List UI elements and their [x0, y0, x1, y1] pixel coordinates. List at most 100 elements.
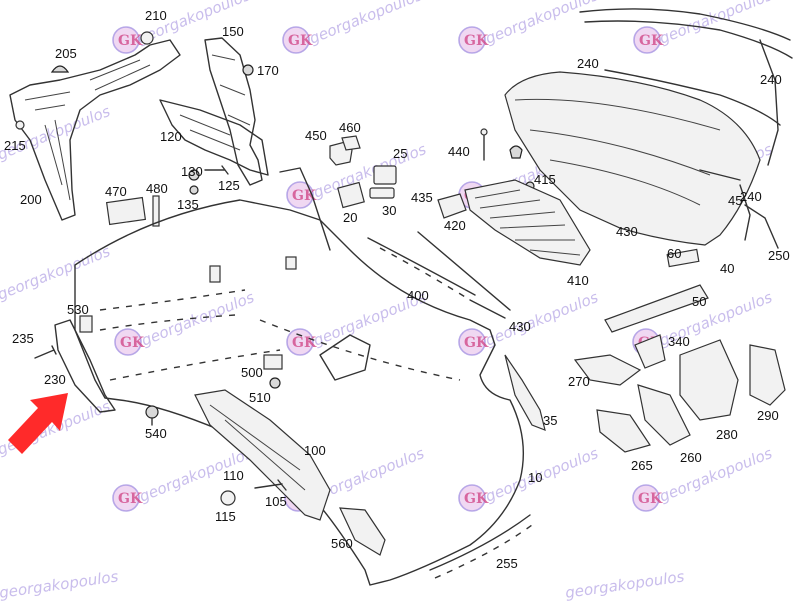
part-30-sensor: [369, 187, 395, 199]
part-200-left-mount-bracket: [9, 31, 181, 221]
watermark-text: georgakopoulos: [564, 567, 686, 602]
part-150-bracket: [204, 37, 263, 186]
callout-415: 415: [534, 172, 556, 187]
callout-240: 240: [740, 189, 762, 204]
callout-250: 250: [768, 248, 790, 263]
callout-560: 560: [331, 536, 353, 551]
callout-470: 470: [105, 184, 127, 199]
callout-435: 435: [411, 190, 433, 205]
part-255-trim-strip: [429, 514, 531, 571]
watermark-text: georgakopoulos: [307, 0, 425, 48]
part-100-lower-insert: [194, 389, 331, 521]
callout-170: 170: [257, 63, 279, 78]
part-135-washer: [189, 185, 199, 195]
callout-labels: 210 205 215 200 150 170 120 470 480 130 …: [4, 8, 790, 571]
part-500-clip: [263, 354, 283, 370]
part-280-tailpipe-housing: [679, 339, 739, 421]
part-430-diffuser: [504, 71, 761, 246]
part-170-nut: [242, 64, 254, 76]
watermark-logo: GK: [282, 26, 313, 54]
part-410-grille: [464, 179, 591, 266]
part-10-bumper-cover: [74, 167, 524, 586]
highlight-arrow: [8, 393, 68, 454]
part-25-sensor-holder: [373, 165, 397, 185]
callout-340: 340: [668, 334, 690, 349]
part-435-420-connector: [437, 193, 467, 219]
callout-205: 205: [55, 46, 77, 61]
part-35-trim: [504, 354, 546, 431]
callout-115: 115: [215, 509, 236, 524]
callout-270: 270: [568, 374, 590, 389]
callout-230: 230: [44, 372, 66, 387]
part-265-reflector: [596, 409, 651, 453]
callout-255: 255: [496, 556, 518, 571]
part-470-pad: [105, 196, 147, 226]
callout-530: 530: [67, 302, 89, 317]
part-510-nut: [269, 377, 281, 389]
callout-30: 30: [382, 203, 396, 218]
watermark-logo: GK: [633, 26, 664, 54]
callout-265: 265: [631, 458, 653, 473]
callout-130: 130: [181, 164, 203, 179]
part-130-nut: [188, 169, 200, 181]
callout-135: 135: [177, 197, 199, 212]
svg-text:GK: GK: [118, 491, 143, 507]
callout-280: 280: [716, 427, 738, 442]
part-45-trim: [699, 169, 741, 181]
callout-110: 110: [223, 468, 244, 483]
watermark-logo: GK: [632, 484, 663, 512]
part-240-trim-upper: [579, 8, 793, 59]
callout-60: 60: [667, 246, 681, 261]
watermark-logo: GK: [458, 26, 489, 54]
part-440-clip: [509, 145, 523, 159]
callout-510: 510: [249, 390, 271, 405]
svg-text:GK: GK: [464, 335, 489, 351]
part-255-trim-strip: [434, 524, 533, 579]
callout-240: 240: [577, 56, 599, 71]
callout-210: 210: [145, 8, 167, 23]
part-240-side-strip: [759, 39, 779, 166]
part-260-bracket: [637, 384, 691, 446]
callout-50: 50: [692, 294, 706, 309]
callout-150: 150: [222, 24, 244, 39]
watermark-text: georgakopoulos: [0, 102, 113, 164]
part-290-tailpipe-trim: [749, 344, 786, 406]
callout-420: 420: [444, 218, 466, 233]
watermark-text: georgakopoulos: [139, 288, 257, 350]
part-540-bolt: [145, 405, 159, 426]
callout-100: 100: [304, 443, 326, 458]
part-115-washer: [220, 490, 236, 506]
callout-500: 500: [241, 365, 263, 380]
callout-450: 450: [305, 128, 327, 143]
callout-400: 400: [407, 288, 429, 303]
callout-45: 45: [728, 193, 742, 208]
part-235-screw: [34, 345, 57, 359]
callout-440: 440: [448, 144, 470, 159]
callout-10: 10: [528, 470, 542, 485]
callout-25: 25: [393, 146, 407, 161]
part-430-rod: [417, 231, 511, 311]
part-125-screw: [204, 165, 229, 175]
svg-text:GK: GK: [118, 33, 143, 49]
part-250-strip: [744, 204, 779, 249]
svg-text:GK: GK: [464, 33, 489, 49]
part-bracket-mid: [319, 334, 371, 381]
callout-460: 460: [339, 120, 361, 135]
part-110-105-screw: [254, 479, 287, 491]
watermark-text: georgakopoulos: [483, 0, 601, 48]
callout-20: 20: [343, 210, 357, 225]
svg-text:GK: GK: [120, 335, 145, 351]
part-530-clip: [79, 315, 93, 333]
part-400-rear-reinforcement: [367, 237, 476, 301]
part-50-panel: [604, 284, 709, 333]
callout-540: 540: [145, 426, 167, 441]
part-480-strip: [152, 195, 160, 227]
part-430-rod-lower: [469, 299, 506, 319]
part-340-bracket: [634, 334, 666, 369]
callout-120: 120: [160, 129, 182, 144]
callout-410: 410: [567, 273, 589, 288]
callout-480: 480: [146, 181, 168, 196]
part-560-reflector: [339, 507, 386, 556]
callout-215: 215: [4, 138, 26, 153]
